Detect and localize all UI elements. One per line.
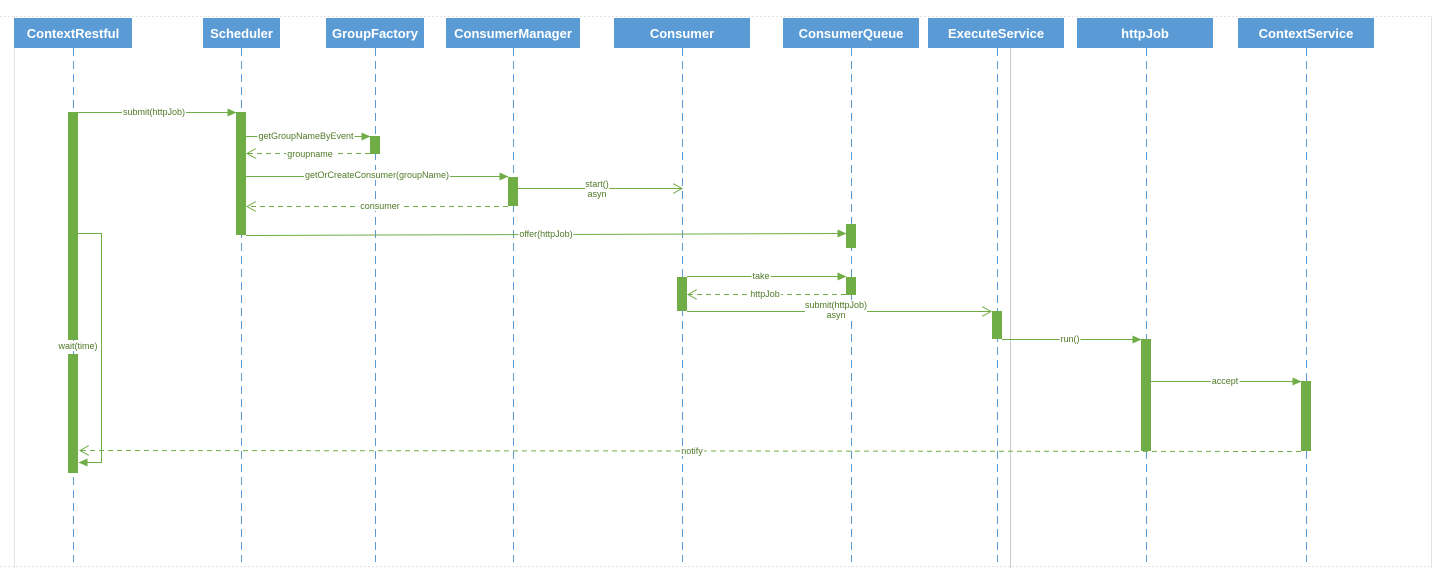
label-consumer-return: consumer [359, 201, 401, 211]
message-wait-time [78, 233, 102, 467]
activation-executeservice [992, 311, 1002, 339]
label-groupname-return: groupname [286, 149, 334, 159]
participant-consumer[interactable]: Consumer [614, 18, 750, 48]
activation-consumermanager [508, 177, 518, 206]
activation-consumerqueue-1 [846, 224, 856, 248]
participant-executeservice[interactable]: ExecuteService [928, 18, 1064, 48]
label-start-asyn: start() asyn [584, 179, 610, 199]
activation-contextrestful-2 [68, 354, 78, 473]
message-notify [80, 451, 1302, 452]
activation-consumer [677, 277, 687, 311]
label-offer-httpjob: offer(httpJob) [518, 229, 574, 239]
label-asyn-2: asyn [804, 310, 868, 320]
activation-contextservice [1301, 381, 1311, 451]
participant-groupfactory[interactable]: GroupFactory [326, 18, 424, 48]
participant-contextrestful[interactable]: ContextRestful [14, 18, 132, 48]
activation-contextrestful-1 [68, 112, 78, 340]
label-run: run() [1059, 334, 1081, 344]
label-submit-httpjob-2: submit(httpJob) [804, 300, 868, 310]
label-submit-httpjob-asyn: submit(httpJob) asyn [804, 300, 868, 320]
label-get-group-name: getGroupNameByEvent [257, 131, 355, 141]
label-httpjob-return: httpJob [749, 289, 781, 299]
label-get-or-create-consumer: getOrCreateConsumer(groupName) [303, 170, 451, 180]
activation-scheduler [236, 112, 246, 235]
label-submit-httpjob: submit(httpJob) [121, 107, 187, 117]
label-accept: accept [1210, 376, 1240, 386]
participant-httpjob[interactable]: httpJob [1077, 18, 1213, 48]
participant-scheduler[interactable]: Scheduler [203, 18, 280, 48]
participant-consumermanager[interactable]: ConsumerManager [446, 18, 580, 48]
participant-contextservice[interactable]: ContextService [1238, 18, 1374, 48]
activation-groupfactory [370, 136, 380, 154]
label-take: take [751, 271, 771, 281]
label-start: start() [585, 179, 609, 189]
activation-consumerqueue-2 [846, 277, 856, 295]
label-asyn: asyn [585, 189, 609, 199]
label-notify: notify [680, 446, 704, 456]
activation-httpjob [1141, 339, 1151, 451]
label-wait-time: wait(time) [57, 341, 99, 351]
participant-consumerqueue[interactable]: ConsumerQueue [783, 18, 919, 48]
